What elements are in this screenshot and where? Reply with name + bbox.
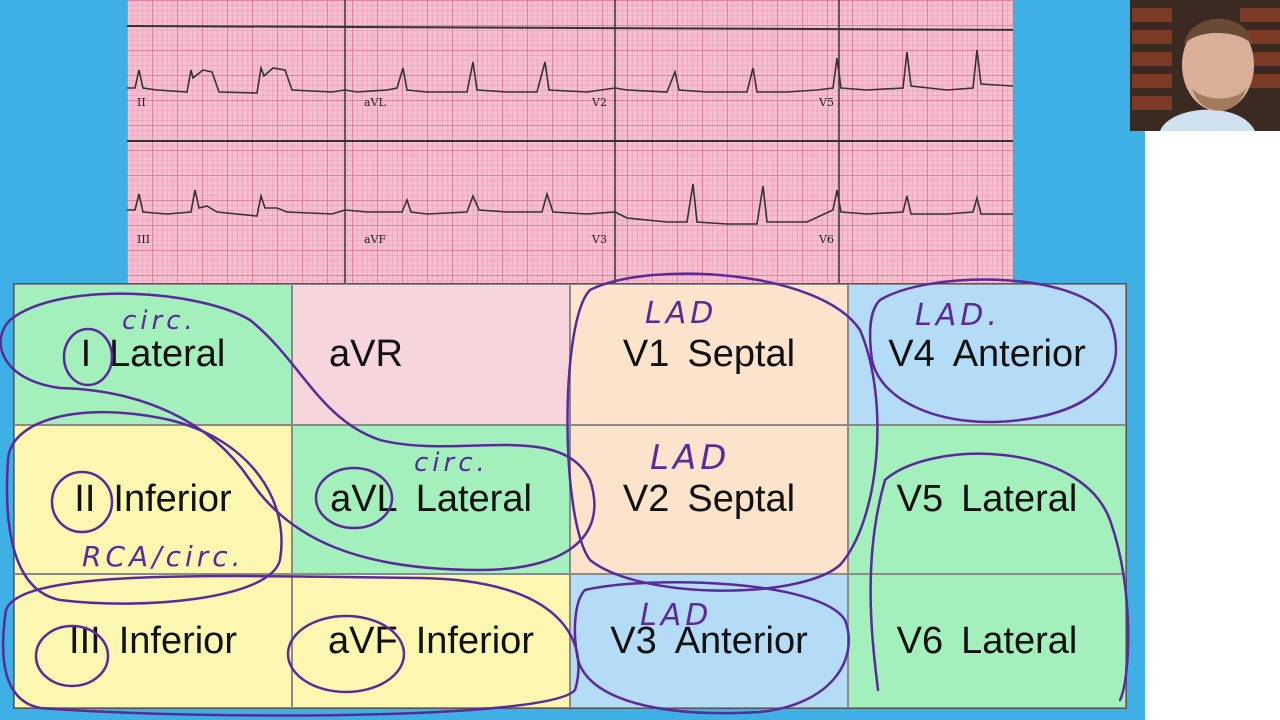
territory-name: Inferior: [415, 619, 534, 662]
cell-lead-v6: V6 Lateral: [848, 574, 1126, 708]
ecg-lead-label: V6: [819, 233, 834, 246]
territory-name: Lateral: [961, 619, 1078, 662]
ecg-lead-label: II: [137, 96, 146, 109]
territory-name: Inferior: [113, 478, 232, 520]
cell-lead-v5: V5 Lateral: [848, 425, 1126, 574]
ecg-lead-label: V5: [819, 96, 834, 109]
lead-name: V5: [896, 478, 944, 520]
cell-lead-avr: aVR: [292, 284, 570, 425]
lead-name: aVF: [328, 619, 398, 662]
ecg-lead-label: III: [137, 233, 151, 246]
webcam-feed: [1130, 0, 1280, 131]
lead-name: aVL: [330, 478, 398, 520]
ecg-lead-label: V3: [592, 233, 607, 246]
lead-name: V6: [896, 619, 944, 662]
territory-name: Inferior: [118, 619, 237, 662]
lead-name: I: [80, 333, 92, 375]
lead-name: V4: [888, 333, 935, 375]
lead-name: V1: [622, 333, 670, 375]
annotation-lad: LAD: [640, 598, 713, 633]
ecg-lead-label: V2: [592, 96, 607, 109]
lead-name: II: [74, 478, 96, 520]
annotation-lad: LAD: [650, 438, 731, 478]
ecg-traces: [127, 0, 1013, 285]
annotation-lad: LAD: [645, 296, 718, 331]
territory-name: Septal: [687, 478, 796, 520]
lead-name: V2: [622, 478, 670, 520]
territory-name: Septal: [687, 333, 796, 375]
annotation-circ: circ.: [122, 306, 197, 336]
territory-name: Lateral: [109, 333, 226, 375]
territory-name: Anterior: [952, 333, 1086, 375]
ecg-lead-label: aVL: [364, 96, 386, 109]
annotation-rca-circ: RCA/circ.: [82, 540, 245, 573]
ecg-lead-label: aVF: [364, 233, 387, 246]
cell-lead-avf: aVF Inferior: [292, 574, 570, 708]
territory-name: Lateral: [415, 478, 532, 520]
presenter-video: [1130, 0, 1280, 131]
ecg-strip: II aVL V2 V5 III aVF V3 V6: [127, 0, 1013, 285]
annotation-circ: circ.: [414, 448, 489, 478]
lead-name: III: [69, 619, 101, 662]
cell-lead-iii: III Inferior: [14, 574, 292, 708]
territory-name: Lateral: [961, 478, 1078, 520]
slide: II aVL V2 V5 III aVF V3 V6 I Lateral aVR V1…: [0, 0, 1145, 720]
annotation-lad: LAD.: [915, 298, 1001, 333]
lead-name: aVR: [329, 333, 403, 375]
